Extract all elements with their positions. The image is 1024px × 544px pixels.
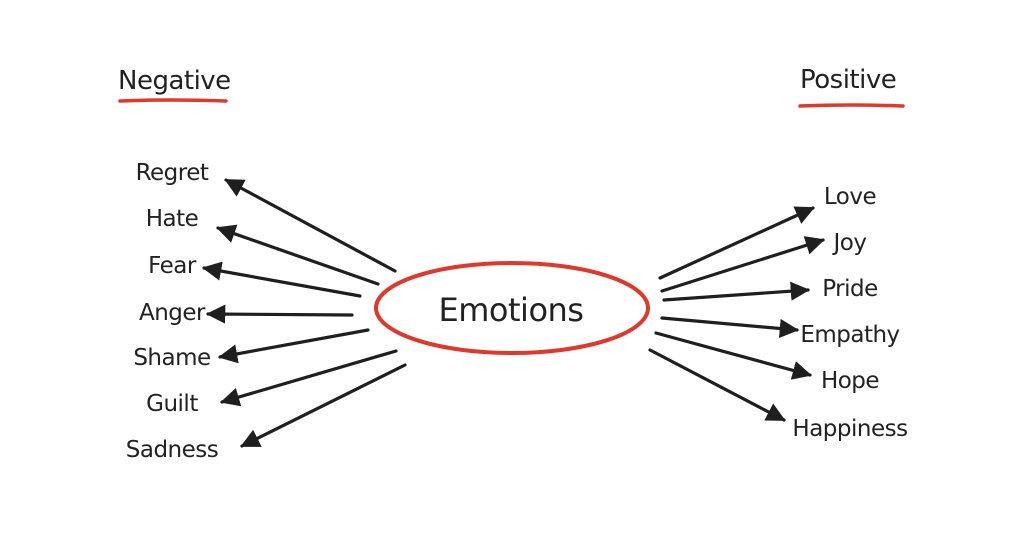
arrow-pride: [662, 281, 810, 302]
center-label: Emotions: [439, 291, 584, 329]
positive-label-pride: Pride: [822, 276, 878, 302]
positive-labels: Love Joy Pride Empathy Hope Happiness: [792, 184, 908, 442]
arrow-joy: [660, 236, 825, 293]
positive-heading: Positive: [800, 65, 896, 95]
arrow-regret: [224, 178, 397, 273]
positive-heading-underline: [798, 103, 905, 108]
positive-label-love: Love: [824, 184, 876, 210]
negative-label-shame: Shame: [133, 345, 210, 371]
negative-labels: Regret Hate Fear Anger Shame Guilt Sadne…: [126, 160, 219, 463]
negative-label-anger: Anger: [139, 300, 206, 326]
arrow-anger: [206, 304, 354, 324]
negative-label-sadness: Sadness: [126, 437, 219, 463]
positive-arrows: [648, 206, 825, 422]
negative-label-guilt: Guilt: [146, 391, 198, 417]
arrow-love: [658, 206, 815, 280]
arrow-hate: [216, 224, 380, 286]
negative-label-hate: Hate: [146, 206, 199, 232]
arrow-shame: [218, 328, 370, 364]
negative-heading: Negative: [118, 66, 231, 96]
arrow-hope: [654, 331, 812, 380]
center-ellipse: [374, 261, 650, 355]
negative-arrows: [202, 178, 407, 448]
arrow-empathy: [660, 316, 799, 339]
arrow-sadness: [240, 363, 407, 448]
positive-label-joy: Joy: [832, 230, 867, 256]
positive-label-empathy: Empathy: [800, 322, 899, 348]
arrow-guilt: [220, 349, 398, 407]
positive-label-happiness: Happiness: [792, 416, 907, 442]
negative-label-regret: Regret: [136, 160, 209, 186]
negative-label-fear: Fear: [148, 253, 197, 279]
arrow-happiness: [648, 348, 786, 422]
negative-heading-underline: [118, 98, 228, 103]
arrow-fear: [202, 261, 362, 298]
positive-label-hope: Hope: [821, 368, 879, 394]
